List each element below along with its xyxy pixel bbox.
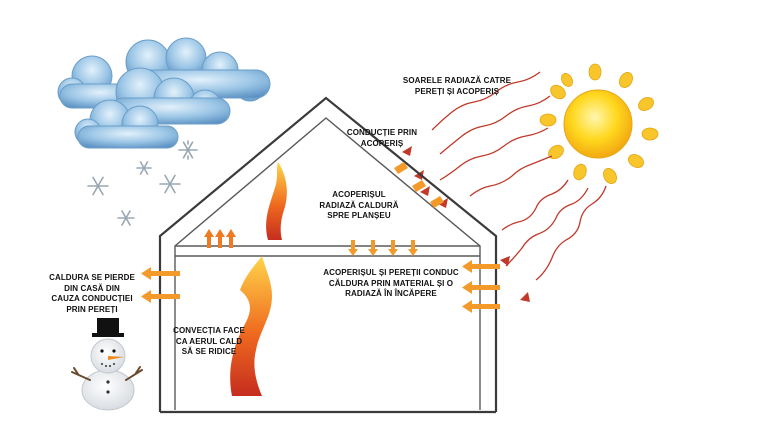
radiation-wave-icon	[431, 71, 607, 281]
label-heat-lost: CALDURA SE PIERDE DIN CASĂ DIN CAUZA CON…	[49, 273, 135, 314]
cloud-icon	[57, 37, 271, 149]
sun-icon	[539, 63, 659, 184]
label-roof-conduction: CONDUCȚIE PRIN ACOPERIȘ	[346, 128, 418, 148]
snowflake-icon	[87, 140, 198, 226]
snowman-icon	[71, 318, 143, 411]
label-convection: CONVECȚIA FACE CA AERUL CALD SĂ SE RIDIC…	[173, 326, 245, 356]
label-walls-conduct: ACOPERIȘUL ȘI PEREȚII CONDUC CĂLDURA PRI…	[323, 268, 459, 298]
label-roof-radiates: ACOPERIȘUL RADIAZĂ CALDURĂ SPRE PLANȘEU	[319, 190, 399, 220]
label-sun-radiates: SOARELE RADIAZĂ CATRE PEREȚI ȘI ACOPERIȘ	[402, 76, 512, 96]
house-icon	[158, 96, 498, 414]
heat-arrow-icon	[394, 162, 444, 208]
